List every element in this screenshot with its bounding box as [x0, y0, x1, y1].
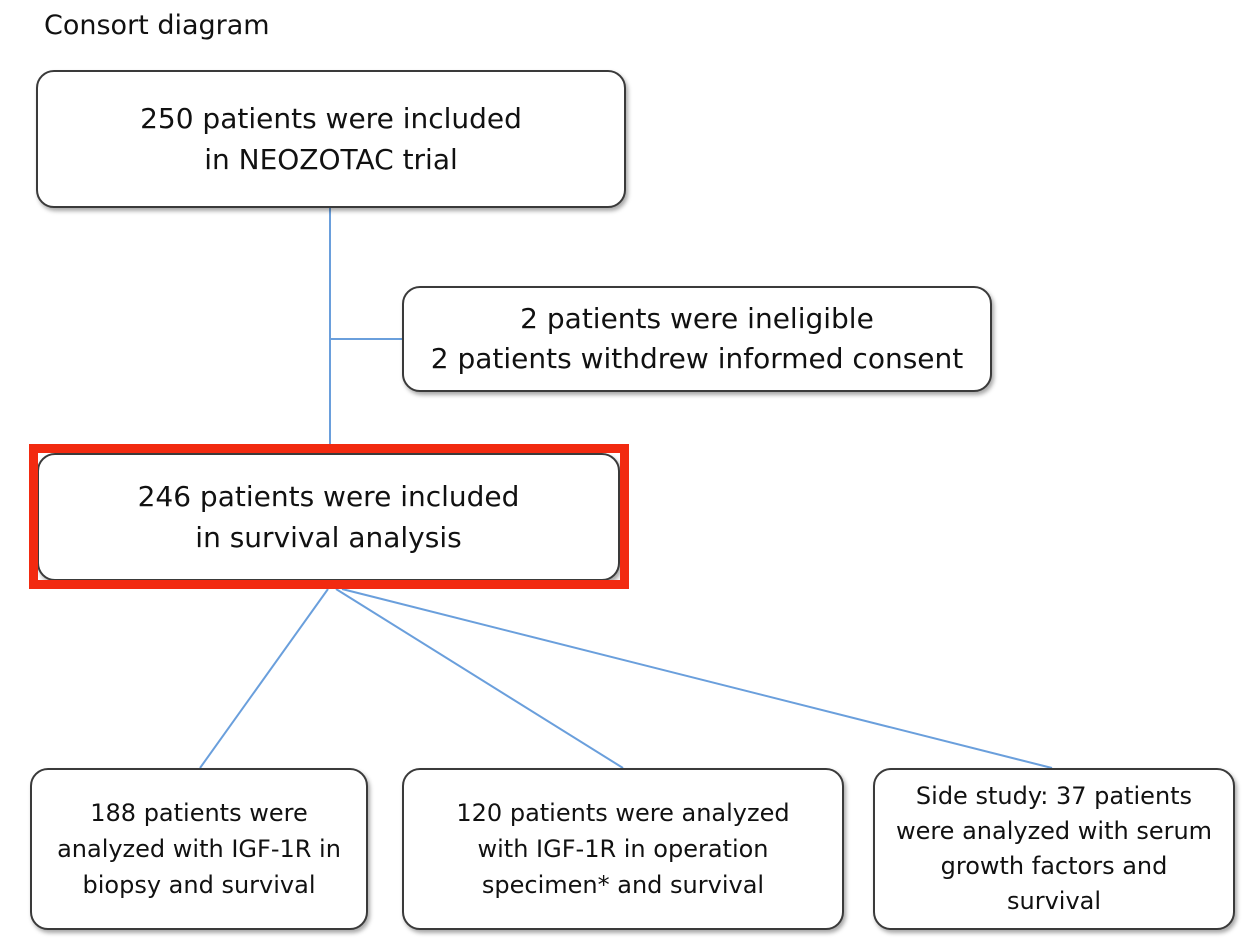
connector-to-biopsy — [199, 588, 329, 769]
box-trial-line-1: 250 patients were included — [140, 102, 522, 135]
diagram-title: Consort diagram — [44, 10, 270, 41]
box-biopsy-analysis: 188 patients were analyzed with IGF-1R i… — [30, 768, 368, 930]
connector-to-side-study — [341, 588, 1053, 769]
box-excluded-patients: 2 patients were ineligible 2 patients wi… — [402, 286, 992, 392]
box-excluded-line-1: 2 patients were ineligible — [520, 302, 874, 335]
box-excluded-line-2: 2 patients withdrew informed consent — [430, 342, 964, 375]
box-trial-inclusion: 250 patients were included in NEOZOTAC t… — [36, 70, 626, 208]
box-operation-line-2: with IGF-1R in operation — [477, 835, 769, 863]
box-operation-line-3: specimen* and survival — [481, 871, 765, 899]
box-biopsy-line-3: biopsy and survival — [82, 871, 316, 899]
box-biopsy-line-1: 188 patients were — [90, 799, 308, 827]
box-side-line-1: Side study: 37 patients — [915, 782, 1193, 810]
box-side-line-4: survival — [1006, 887, 1102, 915]
box-side-line-3: growth factors and — [940, 852, 1168, 880]
box-side-line-2: were analyzed with serum — [895, 817, 1213, 845]
box-survival-analysis: 246 patients were included in survival a… — [37, 453, 620, 581]
box-survival-line-1: 246 patients were included — [137, 480, 520, 513]
box-side-study: Side study: 37 patients were analyzed wi… — [873, 768, 1235, 930]
box-operation-specimen-analysis: 120 patients were analyzed with IGF-1R i… — [402, 768, 844, 930]
box-operation-line-1: 120 patients were analyzed — [456, 799, 790, 827]
box-survival-line-2: in survival analysis — [195, 521, 462, 554]
box-biopsy-line-2: analyzed with IGF-1R in — [57, 835, 341, 863]
connector-to-operation — [335, 588, 624, 769]
box-trial-line-2: in NEOZOTAC trial — [204, 143, 458, 176]
